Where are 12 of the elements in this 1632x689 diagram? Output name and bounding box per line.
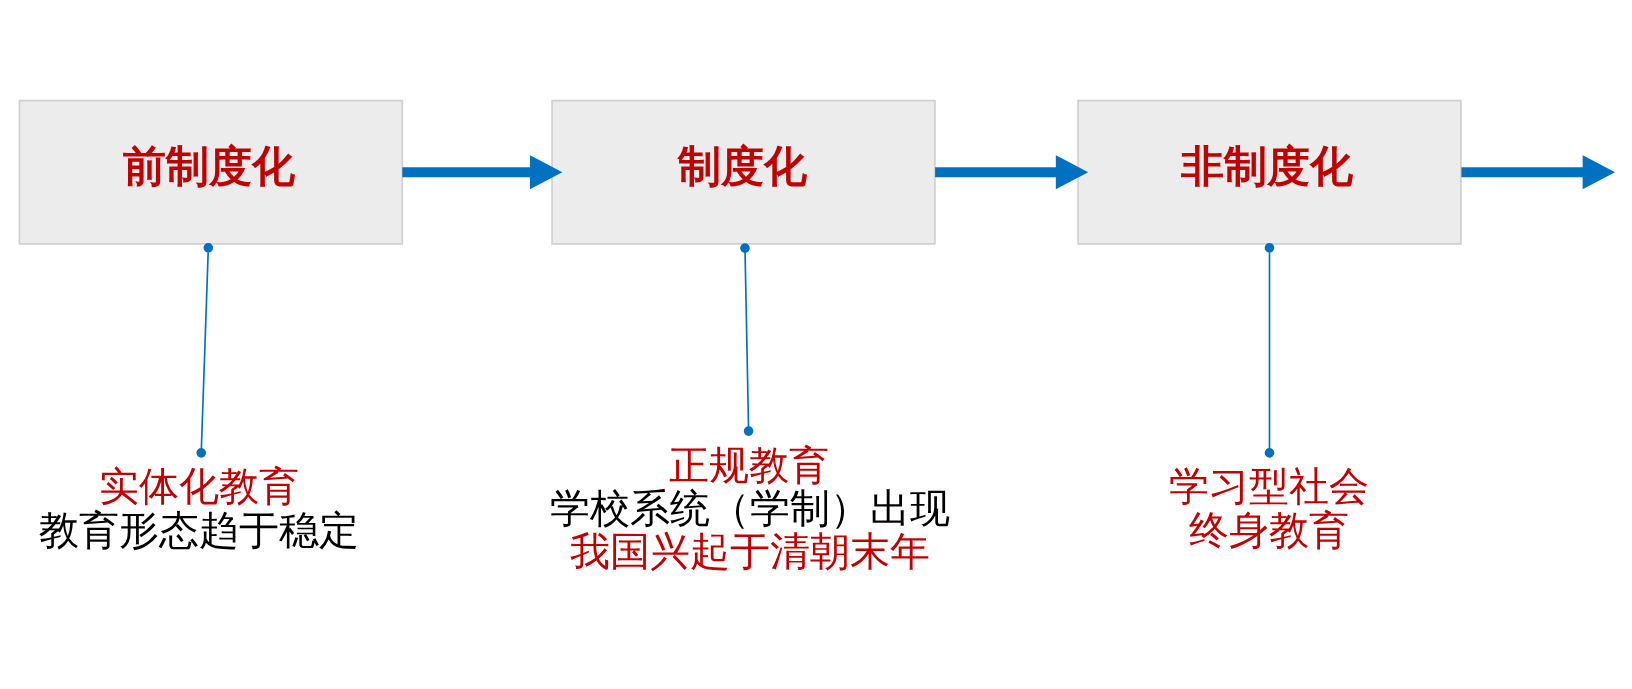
node-box: 前制度化: [18, 99, 404, 245]
connector: [196, 243, 214, 458]
arrow: [402, 155, 563, 190]
node-box: 制度化: [551, 99, 936, 245]
node-text: 学习型社会 终身教育: [1168, 463, 1369, 553]
node-text: 正规教育 学校系统（学制）出现 我国兴起于清朝末年: [549, 441, 950, 575]
node-text: 实体化教育 教育形态趋于稳定: [38, 463, 359, 553]
arrow: [935, 155, 1089, 190]
node-box: 非制度化: [1077, 99, 1462, 245]
arrow: [1461, 155, 1616, 190]
connector: [740, 243, 754, 436]
connector: [1264, 243, 1275, 458]
